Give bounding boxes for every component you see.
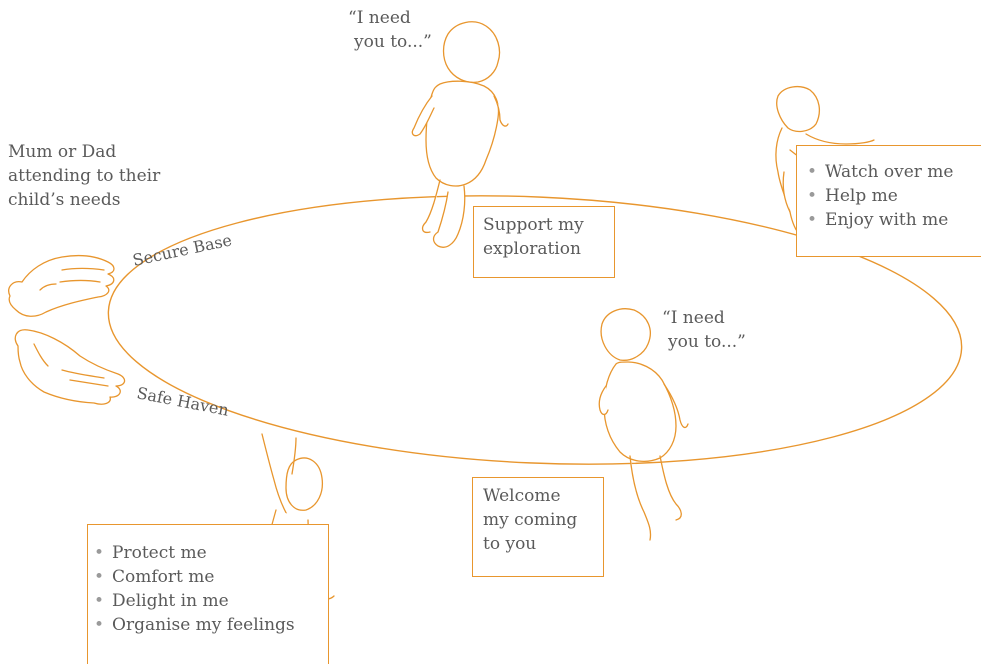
caption-line-1: Mum or Dad	[8, 140, 160, 164]
list-item: Organise my feelings	[94, 613, 328, 637]
secure-base-needs-list: Watch over me Help me Enjoy with me	[807, 160, 981, 232]
list-item: Protect me	[94, 541, 328, 565]
list-item: Comfort me	[94, 565, 328, 589]
safe-haven-needs-box: Protect me Comfort me Delight in me Orga…	[87, 524, 329, 664]
caption: Mum or Dad attending to their child’s ne…	[8, 140, 160, 212]
secure-base-needs-box: Watch over me Help me Enjoy with me	[796, 145, 981, 257]
caption-line-2: attending to their	[8, 164, 160, 188]
safe-haven-needs-list: Protect me Comfort me Delight in me Orga…	[94, 541, 328, 637]
quote-top-line-1: “I need	[348, 6, 432, 30]
support-box-line-1: Support my	[483, 213, 614, 237]
safe-haven-label: Safe Haven	[135, 383, 230, 419]
quote-top-line-2: you to...”	[348, 30, 432, 54]
list-item: Delight in me	[94, 589, 328, 613]
welcome-box-line-1: Welcome	[483, 484, 603, 508]
quote-right-line-1: “I need	[662, 306, 746, 330]
list-item: Enjoy with me	[807, 208, 981, 232]
support-exploration-box: Support my exploration	[473, 206, 615, 278]
list-item: Help me	[807, 184, 981, 208]
quote-top: “I need you to...”	[348, 6, 432, 54]
welcome-box-line-3: to you	[483, 532, 603, 556]
welcome-coming-box: Welcome my coming to you	[472, 477, 604, 577]
caption-line-3: child’s needs	[8, 188, 160, 212]
quote-right-line-2: you to...”	[662, 330, 746, 354]
hands-icon	[9, 256, 125, 405]
secure-base-label: Secure Base	[131, 230, 234, 270]
list-item: Watch over me	[807, 160, 981, 184]
support-box-line-2: exploration	[483, 237, 614, 261]
welcome-box-line-2: my coming	[483, 508, 603, 532]
quote-right: “I need you to...”	[662, 306, 746, 354]
